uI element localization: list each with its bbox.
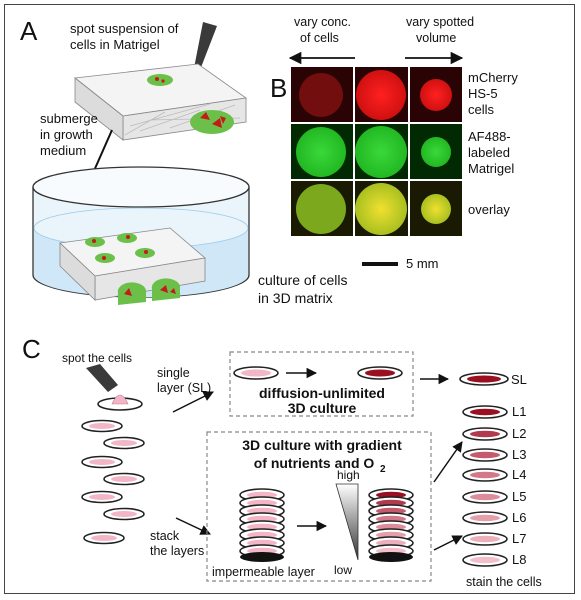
row2-label-2: labeled	[468, 145, 510, 160]
stack-label-1: stack	[150, 529, 180, 543]
scale-bar	[362, 262, 398, 266]
gradient-box	[206, 431, 432, 582]
submerge-1: submerge	[40, 111, 98, 126]
spot-cells-label: spot the cells	[62, 351, 132, 365]
impermeable-label: impermeable layer	[212, 565, 315, 579]
row2-label-3: Matrigel	[468, 161, 514, 176]
vary-vol-1: vary spotted	[406, 15, 474, 29]
to-layers-arrow-up	[433, 441, 463, 483]
pale-stack	[239, 488, 285, 562]
scaffold-slab-top	[73, 63, 248, 141]
vary-conc-2: of cells	[300, 31, 339, 45]
row1-label-1: mCherry	[468, 70, 518, 85]
submerge-3: medium	[40, 143, 86, 158]
layer-label-8: L8	[512, 552, 526, 567]
layer-label-4: L4	[512, 467, 526, 482]
layer-label-3: L3	[512, 447, 526, 462]
layer-label-2: L2	[512, 426, 526, 441]
scale-label: 5 mm	[406, 256, 439, 271]
row3-label-1: overlay	[468, 202, 510, 217]
gradient-triangle	[335, 483, 359, 561]
left-disc-column	[81, 419, 145, 545]
row1-label-2: HS-5	[468, 86, 498, 101]
layer-label-5: L5	[512, 489, 526, 504]
single-layer-1: single	[157, 366, 190, 380]
diffusion-box	[229, 351, 414, 417]
vary-vol-2: volume	[416, 31, 456, 45]
stack-arrow	[175, 517, 211, 535]
culture-label-1: culture of cells	[258, 272, 347, 288]
panel-b-letter: B	[270, 73, 287, 103]
row2-label-1: AF488-	[468, 129, 511, 144]
panel-a-letter: A	[20, 16, 38, 46]
layer-label-1: L1	[512, 404, 526, 419]
vary-conc-1: vary conc.	[294, 15, 351, 29]
fluorescence-grid	[291, 67, 462, 236]
culture-label-2: in 3D matrix	[258, 290, 333, 306]
sl-arrow	[172, 391, 214, 413]
spot-label-1: spot suspension of	[70, 21, 179, 36]
high-label: high	[337, 468, 360, 482]
diffusion-title-1: diffusion-unlimited	[259, 385, 385, 401]
diffusion-title-2: 3D culture	[288, 400, 357, 416]
stain-label: stain the cells	[466, 575, 542, 589]
sl-disc-dark	[357, 366, 403, 380]
sl-label: SL	[511, 372, 527, 387]
sl-disc-pale	[233, 366, 279, 380]
spot-pipette-icon	[86, 364, 143, 411]
submerge-2: in growth	[40, 127, 93, 142]
to-layers-arrow-down	[433, 535, 463, 551]
stack-label-2: the layers	[150, 544, 204, 558]
gradient-title-2: of nutrients and O	[254, 455, 375, 471]
single-layer-2: layer (SL)	[157, 381, 211, 395]
sl-result-disc	[459, 372, 509, 386]
spot-label-2: cells in Matrigel	[70, 37, 160, 52]
layer-label-6: L6	[512, 510, 526, 525]
red-stack	[368, 488, 414, 562]
culture-dish	[32, 166, 250, 305]
row1-label-3: cells	[468, 102, 495, 117]
layer-label-7: L7	[512, 531, 526, 546]
low-label: low	[334, 563, 352, 577]
gradient-title-1: 3D culture with gradient	[242, 437, 402, 453]
gradient-title-sub: 2	[380, 464, 386, 475]
panel-c-letter: C	[22, 334, 41, 364]
figure-frame	[4, 4, 575, 594]
layer-discs	[462, 405, 508, 567]
